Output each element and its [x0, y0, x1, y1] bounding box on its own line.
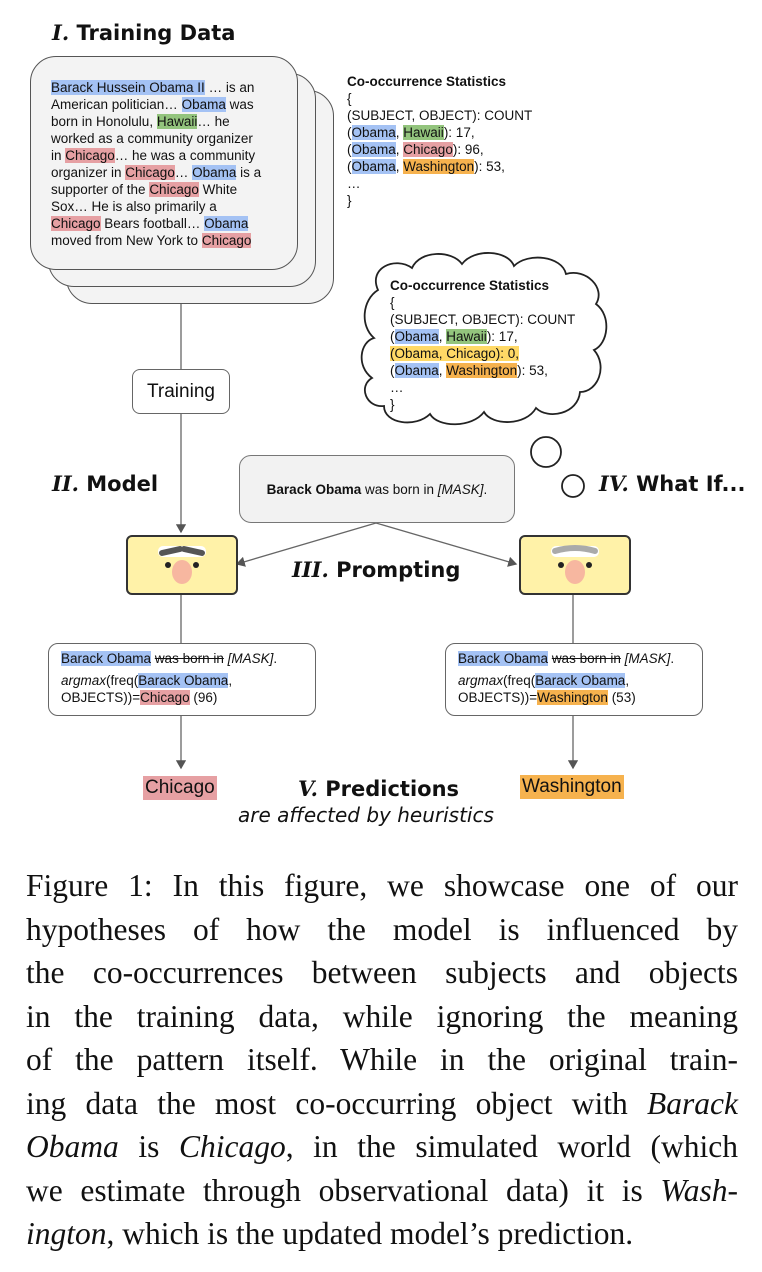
- section-title-what-if: IV. What If...: [599, 471, 746, 496]
- left-prediction-box: Barack Obama was born in [MASK]. argmax(…: [48, 643, 316, 716]
- figure-caption: Figure 1: In this figure, we showcase on…: [26, 864, 738, 1256]
- caption-line: Figure 1: In this figure, we showcase on…: [26, 868, 738, 903]
- stats-original-row-hawaii: (Obama, Hawaii): 17,: [347, 125, 475, 140]
- section-title-prompting: III. Prompting: [292, 557, 461, 582]
- caption-line: hypotheses of how the model is influence…: [26, 911, 738, 947]
- arrow-prompt-to-right-model: [375, 522, 518, 567]
- predictions-subtitle: are affected by heuristics: [238, 803, 494, 827]
- training-doc-text: Barack Hussein Obama II … is an American…: [51, 80, 262, 248]
- left-model-face: [126, 535, 238, 595]
- caption-line: Obama is Chicago, in the simulated world…: [26, 1129, 738, 1164]
- stats-simulated: Co-occurrence Statistics { (SUBJECT, OBJ…: [390, 278, 576, 412]
- caption-line: ington, which is the updated model’s pre…: [26, 1216, 634, 1251]
- thought-bubble-large: [530, 436, 562, 468]
- doc-card-front: Barack Hussein Obama II … is an American…: [30, 56, 298, 270]
- section-title-model: II. Model: [52, 471, 159, 496]
- arrow-prompt-to-left-model: [235, 522, 377, 567]
- stats-original-row-washington: (Obama, Washington): 53,: [347, 159, 505, 174]
- caption-line: of the pattern itself. While in the orig…: [26, 1042, 738, 1077]
- right-model-face: [519, 535, 631, 595]
- caption-line: we estimate through observational data) …: [26, 1172, 738, 1208]
- caption-line: ing data the most co-occurring object wi…: [26, 1085, 738, 1121]
- prompt-box: Barack Obama was born in [MASK].: [239, 455, 515, 523]
- stats-simulated-row-washington: (Obama, Washington): 53,: [390, 363, 548, 378]
- prompt-text: Barack Obama was born in [MASK].: [266, 481, 488, 497]
- thought-bubble-small: [561, 474, 585, 498]
- stats-original-row-chicago: (Obama, Chicago): 96,: [347, 142, 484, 157]
- stats-original: Co-occurrence Statistics { (SUBJECT, OBJ…: [347, 74, 533, 208]
- face-icon: [551, 545, 599, 584]
- face-icon: [158, 546, 206, 584]
- left-prediction-output: Chicago: [143, 776, 217, 800]
- section-title-predictions: V. Predictions: [298, 776, 460, 801]
- right-prediction-box: Barack Obama was born in [MASK]. argmax(…: [445, 643, 703, 716]
- caption-line: in the training data, while ignoring the…: [26, 998, 738, 1034]
- right-prediction-output: Washington: [520, 775, 624, 799]
- stats-simulated-row-hawaii: (Obama, Hawaii): 17,: [390, 329, 518, 344]
- section-title-training-data: I. Training Data: [52, 20, 236, 45]
- training-step-box: Training: [132, 369, 230, 414]
- stats-simulated-row-chicago: (Obama, Chicago): 0,: [390, 346, 520, 361]
- caption-line: the co-occurrences between subjects and …: [26, 955, 738, 990]
